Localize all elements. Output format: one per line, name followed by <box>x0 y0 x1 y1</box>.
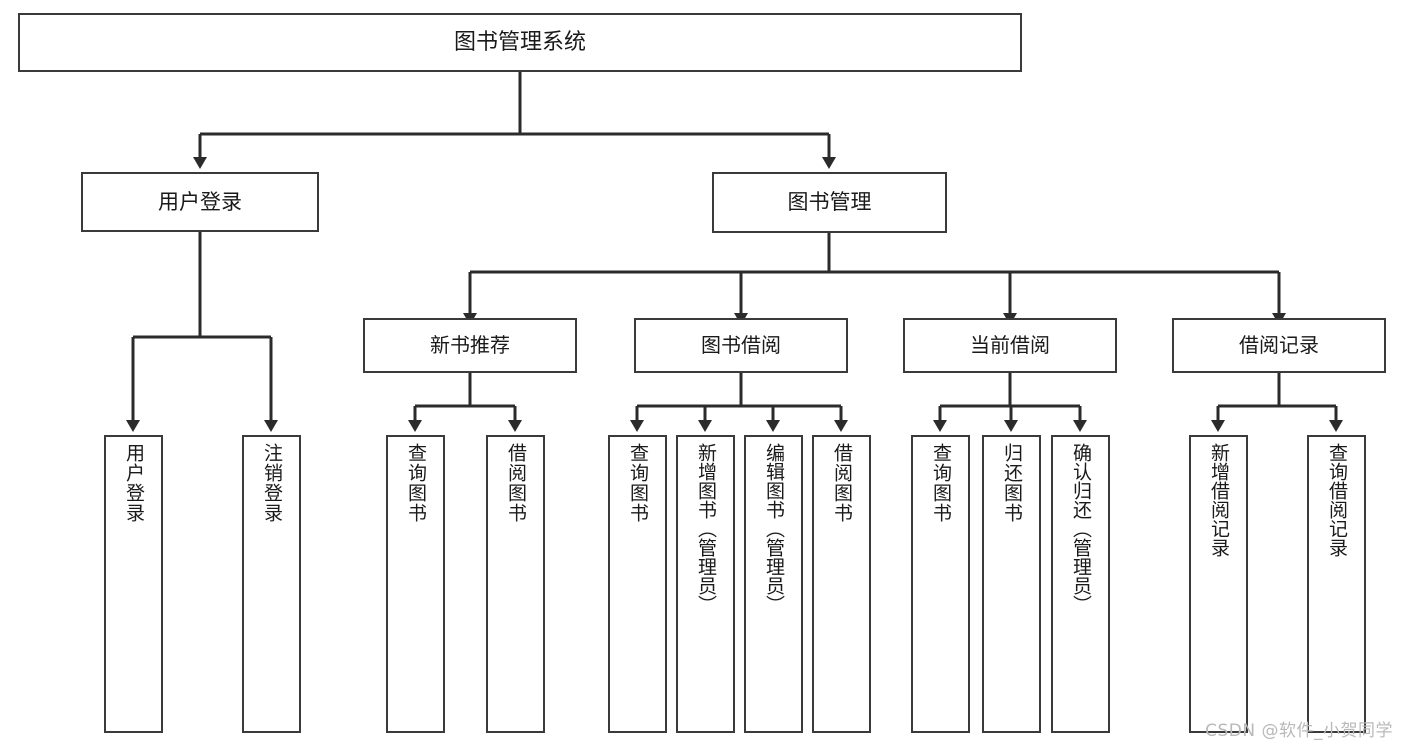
node-leaf-user-login[interactable]: 用户登录 <box>104 435 163 733</box>
node-new-book-recommend[interactable]: 新书推荐 <box>363 318 577 373</box>
node-leaf-return-book-label: 归还图书 <box>1001 443 1023 523</box>
node-leaf-query-borrow-record-label: 查询借阅记录 <box>1326 443 1348 557</box>
node-book-borrow-label: 图书借阅 <box>701 332 781 357</box>
connector-group <box>126 72 1343 432</box>
node-borrow-record-label: 借阅记录 <box>1239 332 1319 357</box>
node-leaf-borrow-book-2[interactable]: 借阅图书 <box>812 435 871 733</box>
node-leaf-query-book-3-label: 查询图书 <box>930 443 952 523</box>
node-new-book-recommend-label: 新书推荐 <box>430 332 510 357</box>
node-leaf-query-book-1[interactable]: 查询图书 <box>386 435 445 733</box>
node-current-borrow-label: 当前借阅 <box>970 332 1050 357</box>
node-user-login[interactable]: 用户登录 <box>81 172 319 232</box>
node-root-label: 图书管理系统 <box>453 29 586 55</box>
node-leaf-confirm-return-label: 确认归还（管理员） <box>1070 443 1092 614</box>
node-leaf-query-book-1-label: 查询图书 <box>405 443 427 523</box>
node-leaf-query-book-2[interactable]: 查询图书 <box>608 435 667 733</box>
node-leaf-borrow-book-1-label: 借阅图书 <box>505 443 527 523</box>
node-user-login-label: 用户登录 <box>158 189 242 214</box>
node-leaf-edit-book[interactable]: 编辑图书（管理员） <box>744 435 803 733</box>
node-leaf-borrow-book-1[interactable]: 借阅图书 <box>486 435 545 733</box>
node-leaf-edit-book-label: 编辑图书（管理员） <box>763 443 785 614</box>
node-leaf-user-login-label: 用户登录 <box>123 443 145 523</box>
node-leaf-add-borrow-record[interactable]: 新增借阅记录 <box>1189 435 1248 733</box>
node-book-manage[interactable]: 图书管理 <box>712 172 947 233</box>
node-leaf-borrow-book-2-label: 借阅图书 <box>831 443 853 523</box>
node-leaf-query-book-3[interactable]: 查询图书 <box>911 435 970 733</box>
node-book-manage-label: 图书管理 <box>787 190 872 215</box>
node-leaf-return-book[interactable]: 归还图书 <box>982 435 1041 733</box>
node-leaf-add-borrow-record-label: 新增借阅记录 <box>1208 443 1230 557</box>
node-leaf-add-book-label: 新增图书（管理员） <box>695 443 717 614</box>
node-borrow-record[interactable]: 借阅记录 <box>1172 318 1386 373</box>
node-leaf-query-borrow-record[interactable]: 查询借阅记录 <box>1307 435 1366 733</box>
node-leaf-logout-label: 注销登录 <box>261 443 283 523</box>
node-book-borrow[interactable]: 图书借阅 <box>634 318 848 373</box>
node-leaf-add-book[interactable]: 新增图书（管理员） <box>676 435 735 733</box>
node-leaf-logout[interactable]: 注销登录 <box>242 435 301 733</box>
node-leaf-query-book-2-label: 查询图书 <box>627 443 649 523</box>
node-root[interactable]: 图书管理系统 <box>18 13 1022 72</box>
node-current-borrow[interactable]: 当前借阅 <box>903 318 1117 373</box>
node-leaf-confirm-return[interactable]: 确认归还（管理员） <box>1051 435 1110 733</box>
